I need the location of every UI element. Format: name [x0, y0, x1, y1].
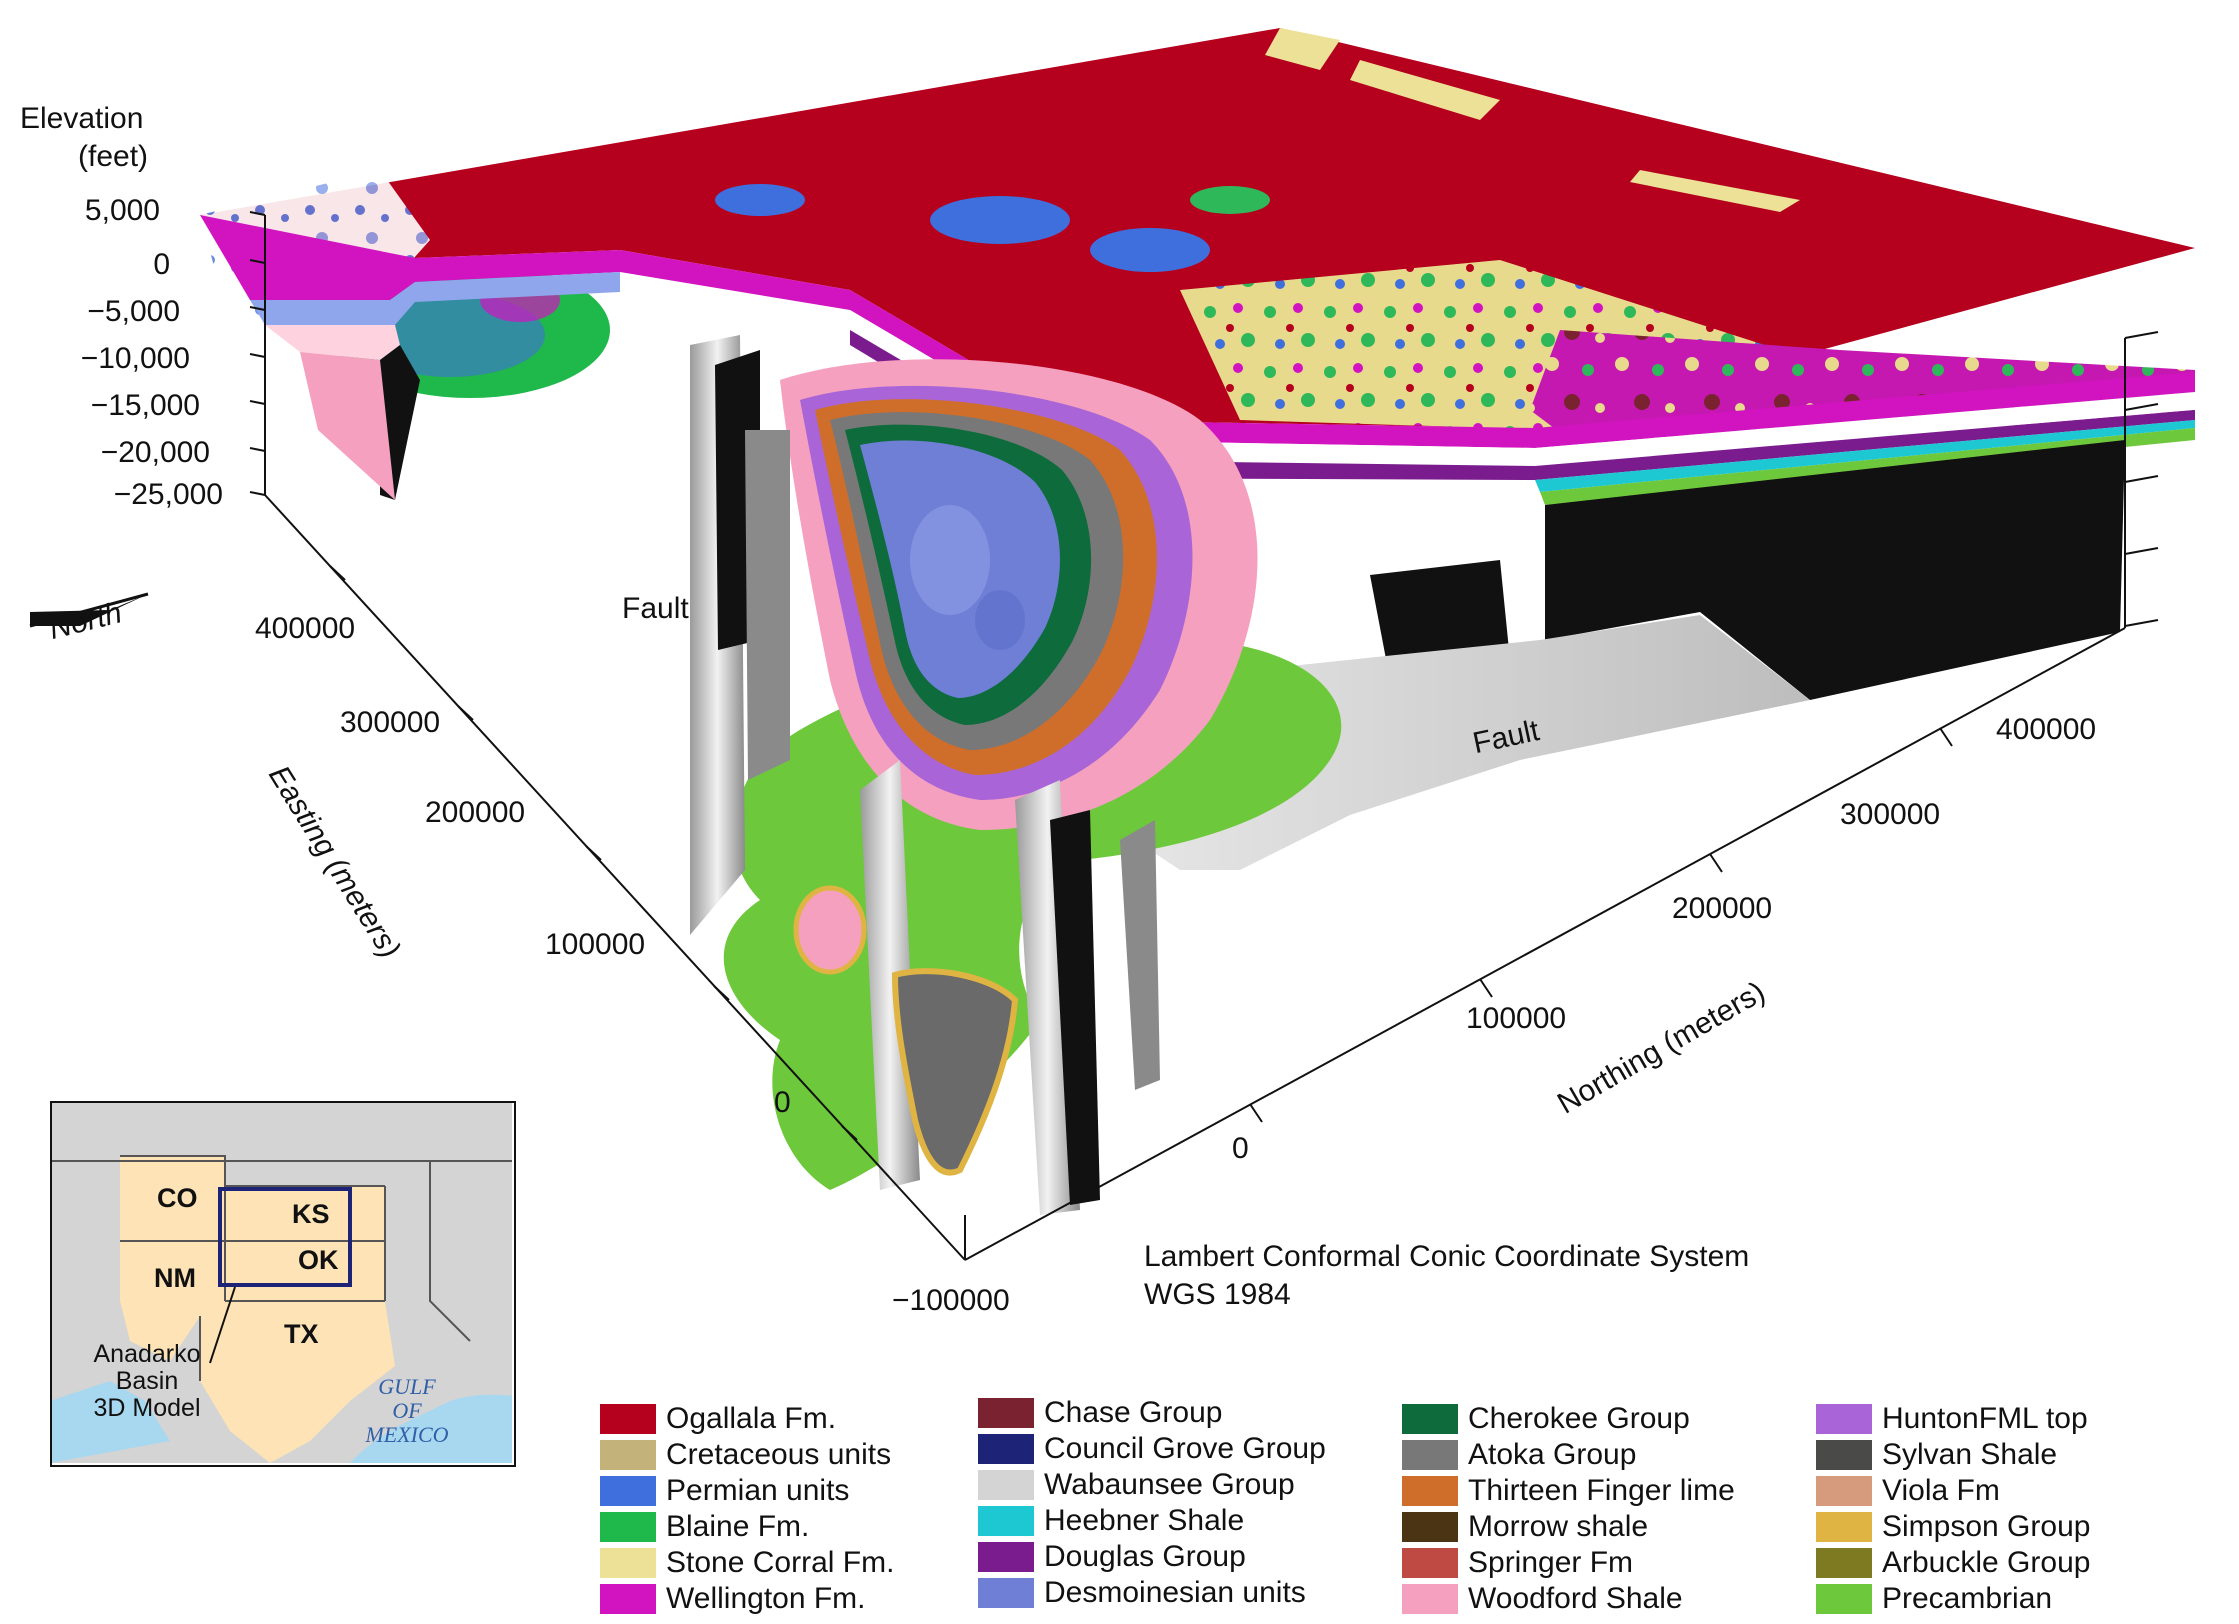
elevation-tick: 0 — [153, 248, 170, 281]
elevation-tick: −15,000 — [90, 389, 200, 422]
state-label: CO — [157, 1183, 198, 1213]
legend-item: Woodford Shale — [1402, 1582, 1683, 1616]
elevation-tick: −20,000 — [100, 436, 210, 469]
legend-swatch — [600, 1404, 656, 1434]
elevation-tick: −5,000 — [87, 295, 180, 328]
legend-item: Desmoinesian units — [978, 1576, 1306, 1610]
state-label: KS — [292, 1199, 330, 1229]
basement-wall — [1545, 440, 2125, 700]
legend-swatch — [978, 1578, 1034, 1608]
legend-item: Wabaunsee Group — [978, 1468, 1295, 1502]
legend-item: Permian units — [600, 1474, 849, 1508]
legend-swatch — [600, 1476, 656, 1506]
legend-item: Simpson Group — [1816, 1510, 2090, 1544]
northing-tick: 0 — [1232, 1132, 1249, 1165]
legend-item: Blaine Fm. — [600, 1510, 809, 1544]
legend-item: Cretaceous units — [600, 1438, 891, 1472]
model-extent-box — [218, 1187, 352, 1287]
northing-tick: 200000 — [1672, 892, 1773, 925]
northing-tick: 100000 — [1466, 1002, 1567, 1035]
legend-swatch — [600, 1440, 656, 1470]
elevation-title: Elevation — [20, 102, 144, 135]
easting-tick: 300000 — [340, 706, 441, 739]
legend-item: Douglas Group — [978, 1540, 1246, 1574]
legend-swatch — [1816, 1584, 1872, 1614]
legend-swatch — [1402, 1512, 1458, 1542]
easting-tick: 200000 — [425, 796, 526, 829]
legend-item: Cherokee Group — [1402, 1402, 1690, 1436]
state-label: NM — [154, 1263, 196, 1293]
legend-item: Council Grove Group — [978, 1432, 1326, 1466]
legend: Ogallala Fm. Cretaceous units Permian un… — [600, 1396, 2230, 1624]
legend-swatch — [600, 1584, 656, 1614]
legend-item: Precambrian — [1816, 1582, 2052, 1616]
legend-swatch — [1402, 1548, 1458, 1578]
legend-item: Chase Group — [978, 1396, 1222, 1430]
legend-item: Thirteen Finger lime — [1402, 1474, 1735, 1508]
coordinate-system-note: Lambert Conformal Conic Coordinate Syste… — [1144, 1240, 1750, 1273]
elevation-unit: (feet) — [78, 140, 149, 173]
location-inset-map: CO KS NM OK TX Anadarko Basin 3D Model G… — [50, 1101, 516, 1467]
legend-item: Arbuckle Group — [1816, 1546, 2090, 1580]
easting-tick: −100000 — [892, 1284, 1010, 1317]
legend-swatch — [978, 1506, 1034, 1536]
legend-item: Springer Fm — [1402, 1546, 1633, 1580]
northing-tick: 300000 — [1840, 798, 1941, 831]
legend-item: Stone Corral Fm. — [600, 1546, 894, 1580]
datum-note: WGS 1984 — [1144, 1278, 1291, 1311]
gulf-label: GULF OF MEXICO — [365, 1374, 449, 1447]
legend-item: HuntonFML top — [1816, 1402, 2088, 1436]
legend-item: Ogallala Fm. — [600, 1402, 836, 1436]
legend-swatch — [1402, 1476, 1458, 1506]
legend-swatch — [978, 1470, 1034, 1500]
legend-item: Wellington Fm. — [600, 1582, 866, 1616]
elevation-tick: −25,000 — [113, 478, 223, 511]
easting-tick: 0 — [774, 1086, 791, 1119]
legend-swatch — [1816, 1476, 1872, 1506]
fault-label-left: Fault — [622, 592, 689, 625]
elevation-tick: 5,000 — [84, 194, 160, 227]
easting-tick: 400000 — [255, 612, 356, 645]
legend-swatch — [1816, 1548, 1872, 1578]
legend-swatch — [1816, 1404, 1872, 1434]
legend-item: Viola Fm — [1816, 1474, 2000, 1508]
legend-item: Atoka Group — [1402, 1438, 1636, 1472]
state-label: TX — [284, 1319, 319, 1349]
state-label: OK — [298, 1245, 339, 1275]
legend-swatch — [600, 1512, 656, 1542]
legend-item: Heebner Shale — [978, 1504, 1244, 1538]
legend-swatch — [1816, 1512, 1872, 1542]
legend-item: Morrow shale — [1402, 1510, 1648, 1544]
legend-swatch — [600, 1548, 656, 1578]
legend-swatch — [1402, 1584, 1458, 1614]
legend-swatch — [1816, 1440, 1872, 1470]
legend-swatch — [978, 1542, 1034, 1572]
legend-swatch — [1402, 1440, 1458, 1470]
legend-swatch — [1402, 1404, 1458, 1434]
northing-tick: 400000 — [1996, 713, 2097, 746]
easting-tick: 100000 — [545, 928, 646, 961]
legend-swatch — [978, 1398, 1034, 1428]
elevation-tick: −10,000 — [80, 342, 190, 375]
legend-swatch — [978, 1434, 1034, 1464]
legend-item: Sylvan Shale — [1816, 1438, 2057, 1472]
model-label: Anadarko Basin 3D Model — [93, 1340, 201, 1422]
